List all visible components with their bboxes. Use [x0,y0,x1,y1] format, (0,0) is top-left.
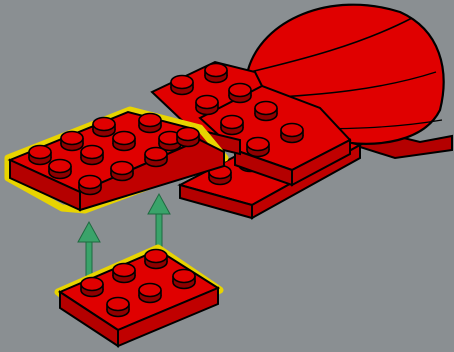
new-plate-2x4 [58,248,220,346]
